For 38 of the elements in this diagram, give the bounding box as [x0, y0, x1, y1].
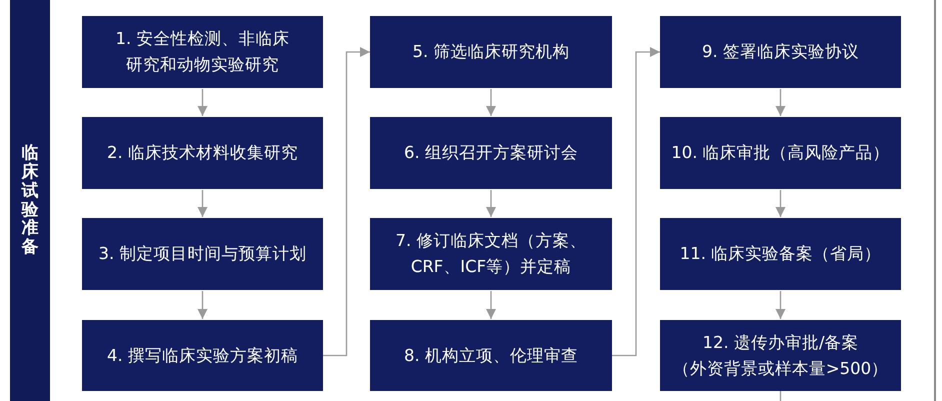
arrow: [486, 190, 496, 217]
process-box: [82, 218, 323, 290]
step-text: 7. 修订临床文档（方案、CRF、ICF等）并定稿: [394, 230, 588, 278]
step-text: 4. 撰写临床实验方案初稿: [107, 344, 298, 366]
step-text: 1. 安全性检测、非临床研究和动物实验研究: [114, 28, 290, 76]
step-text: 5. 筛选临床研究机构: [412, 41, 570, 63]
step-text: 6. 组织召开方案研讨会: [404, 142, 578, 164]
process-box: [660, 218, 901, 290]
process-box: [82, 117, 323, 189]
arrow: [486, 291, 496, 319]
step-text: 2. 临床技术材料收集研究: [107, 142, 298, 164]
stage-title: 临床试验准备: [22, 144, 38, 257]
step-text: 11. 临床实验备案（省局）: [680, 243, 882, 265]
step-text: 8. 机构立项、伦理审查: [404, 344, 578, 366]
arrow: [198, 190, 208, 217]
process-box: [82, 320, 323, 391]
arrow: [612, 47, 660, 356]
arrow: [776, 190, 786, 217]
process-box: [370, 218, 612, 290]
process-box: [370, 117, 612, 189]
process-box: [660, 16, 901, 88]
step-text: 10. 临床审批（高风险产品）: [671, 142, 890, 164]
step-text: 12. 遗传办审批/备案（外资背景或样本量>500）: [672, 332, 890, 380]
arrow: [198, 89, 208, 116]
step-text: 3. 制定项目时间与预算计划: [98, 243, 306, 265]
connector-line: [780, 391, 782, 401]
process-box: [82, 16, 323, 88]
process-box: [370, 320, 612, 391]
process-box: [660, 117, 901, 189]
arrow: [198, 291, 208, 319]
arrow: [486, 89, 496, 116]
stage-band: [10, 0, 50, 401]
process-box: [370, 16, 612, 88]
arrow: [323, 47, 370, 356]
arrow: [776, 89, 786, 116]
arrow: [776, 291, 786, 319]
process-box: [660, 320, 901, 391]
step-text: 9. 签署临床实验协议: [702, 41, 859, 63]
